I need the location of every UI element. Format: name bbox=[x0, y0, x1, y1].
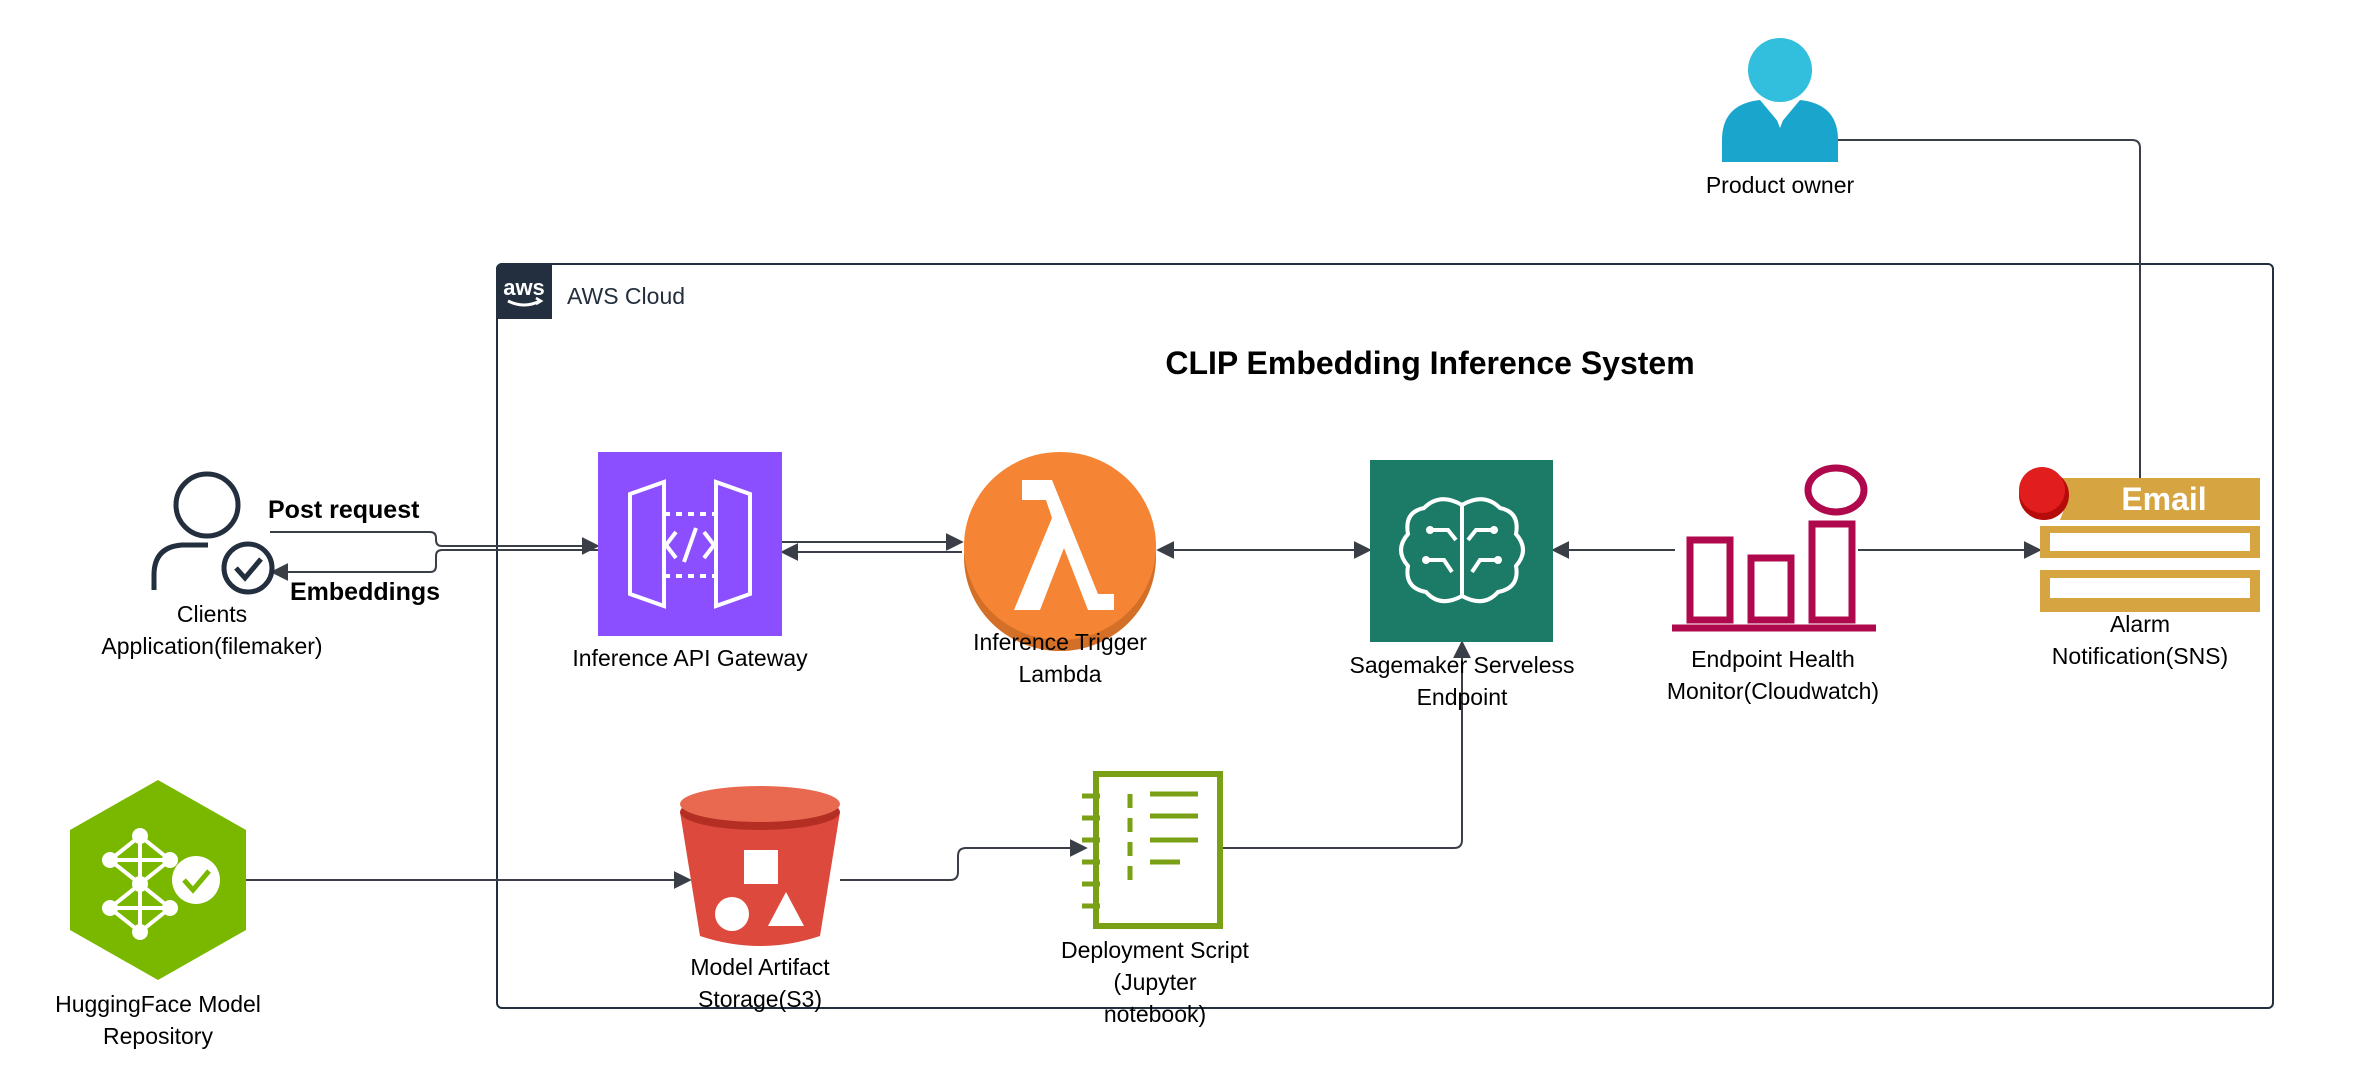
post-request-label: Post request bbox=[268, 496, 420, 524]
edge-sns-to-owner bbox=[1778, 131, 2141, 478]
edge-notebook-to-sagemaker bbox=[1222, 640, 1471, 849]
email-notification-icon bbox=[2019, 467, 2260, 612]
sagemaker-brain-icon bbox=[1370, 460, 1553, 642]
aws-cloud-label: AWS Cloud bbox=[567, 283, 686, 309]
aws-logo-icon: aws bbox=[496, 263, 552, 319]
cloudwatch-alarm-icon bbox=[1672, 464, 1876, 632]
model-hexagon-icon bbox=[70, 780, 246, 980]
product-owner-label: Product owner bbox=[1705, 172, 1855, 198]
email-badge-text: Email bbox=[2121, 481, 2206, 517]
svg-text:aws: aws bbox=[503, 275, 545, 300]
api-gateway-icon bbox=[598, 452, 782, 636]
product-owner-icon bbox=[1722, 38, 1838, 162]
user-check-icon bbox=[151, 471, 275, 595]
aws-cloud-group bbox=[496, 263, 2274, 1009]
edge-gateway-to-client bbox=[270, 549, 598, 581]
edge-s3-to-notebook bbox=[840, 839, 1088, 881]
embeddings-label: Embeddings bbox=[290, 578, 441, 606]
diagram-title: CLIP Embedding Inference System bbox=[1165, 345, 1695, 381]
notebook-icon bbox=[1082, 771, 1223, 929]
lambda-icon bbox=[964, 452, 1156, 651]
api-gateway-label: Inference API Gateway bbox=[572, 645, 808, 671]
s3-bucket-icon bbox=[680, 786, 840, 946]
edge-client-to-gateway bbox=[270, 531, 600, 555]
